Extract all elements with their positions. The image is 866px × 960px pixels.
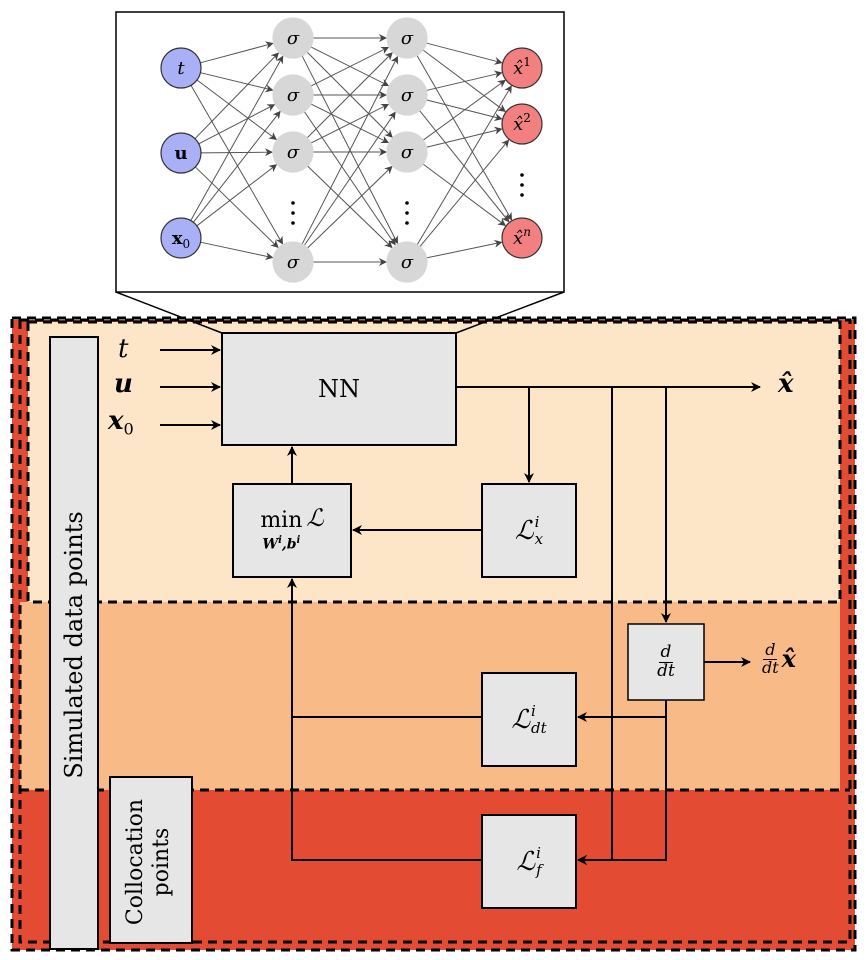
simulated-bar: [49, 336, 99, 950]
hidden-node-layer2: σ: [386, 131, 428, 173]
network-edge: [422, 79, 506, 141]
svg-text:σ: σ: [401, 28, 414, 49]
svg-text:u: u: [174, 143, 187, 164]
output-node-1: x̂1: [501, 47, 543, 89]
network-nodes: t u x0 σ σ σ σ σ σ σ σ x̂1 x̂2 x̂n: [160, 17, 543, 283]
collocation-label: Collocation points: [123, 798, 174, 926]
input-t-label: t: [118, 334, 129, 364]
zone-data-border: [26, 320, 842, 604]
svg-text:σ: σ: [401, 252, 414, 273]
svg-text:x̂1: x̂1: [513, 55, 531, 79]
svg-text:σ: σ: [287, 252, 300, 273]
svg-text:x̂2: x̂2: [513, 111, 531, 135]
svg-text:σ: σ: [401, 85, 414, 106]
input-u-label: u: [114, 369, 133, 399]
network-edge: [198, 104, 276, 145]
network-edge: [194, 52, 280, 140]
nn-label: NN: [318, 375, 360, 403]
loss-dt-box: [481, 672, 577, 767]
hidden-node-layer1: σ: [272, 74, 314, 116]
output-node-3: x̂n: [501, 217, 543, 259]
network-edge: [200, 241, 274, 261]
network-edge: [422, 163, 506, 227]
hidden-node-layer2: σ: [386, 241, 428, 283]
output-xhat-label: x̂: [778, 369, 794, 399]
network-edge: [196, 79, 278, 140]
network-edge: [190, 85, 284, 245]
svg-text:σ: σ: [287, 142, 300, 163]
nn-box: [221, 332, 457, 446]
network-edge: [426, 126, 503, 148]
minimize-label: min Wi,bi ℒ: [260, 504, 324, 553]
input-node-x0: x0: [160, 217, 202, 259]
hidden-node-layer1: σ: [272, 241, 314, 283]
svg-text:x̂n: x̂n: [513, 225, 531, 249]
network-edge: [426, 42, 503, 65]
network-edge: [200, 72, 274, 93]
hidden-node-layer1: σ: [272, 17, 314, 59]
simulated-label: Simulated data points: [60, 511, 88, 779]
collocation-bar: [109, 776, 193, 944]
network-edge: [310, 103, 390, 144]
flow-arrows: [160, 345, 761, 865]
ellipsis-layer2: [405, 201, 409, 225]
input-node-t: t: [160, 47, 202, 89]
ellipsis-layer1: [291, 201, 295, 225]
network-edge: [200, 148, 274, 157]
arrow-lf-to-min: [291, 717, 482, 861]
hidden-node-layer2: σ: [386, 74, 428, 116]
network-edge: [310, 46, 390, 87]
minimize-box: [232, 483, 352, 578]
network-edge: [194, 166, 279, 249]
output-node-2: x̂2: [501, 103, 543, 145]
svg-text:σ: σ: [287, 28, 300, 49]
network-edge: [419, 139, 510, 247]
zone-outer-border: [10, 316, 857, 952]
hidden-node-layer2: σ: [386, 17, 428, 59]
svg-text:σ: σ: [287, 85, 300, 106]
hidden-node-layer1: σ: [272, 131, 314, 173]
network-edge: [306, 52, 393, 139]
network-edge: [192, 110, 281, 223]
network-edge: [422, 49, 506, 113]
network-edge: [426, 99, 503, 122]
network-edge: [303, 111, 396, 246]
zoom-line-left: [115, 291, 223, 334]
input-node-u: u: [160, 132, 202, 174]
svg-text:x0: x0: [172, 228, 190, 251]
network-edge: [426, 70, 503, 91]
zoom-line-right: [455, 291, 565, 334]
svg-text:σ: σ: [401, 142, 414, 163]
network-edge: [426, 239, 503, 259]
ellipsis-outputs: [520, 173, 524, 197]
network-edge: [301, 55, 398, 245]
zone-derivative: [20, 602, 840, 790]
loss-f-box: [481, 814, 577, 909]
network-edge: [416, 85, 512, 246]
svg-text:t: t: [177, 58, 185, 79]
network-edge: [307, 165, 393, 249]
network-edge: [190, 55, 284, 221]
network-edges: [190, 34, 513, 266]
network-edge: [200, 41, 274, 64]
input-x0-label: x0: [108, 406, 134, 439]
network-edge: [196, 164, 278, 227]
arrow-deriv-to-lf: [577, 717, 667, 865]
zone-inner-border: [18, 318, 852, 944]
